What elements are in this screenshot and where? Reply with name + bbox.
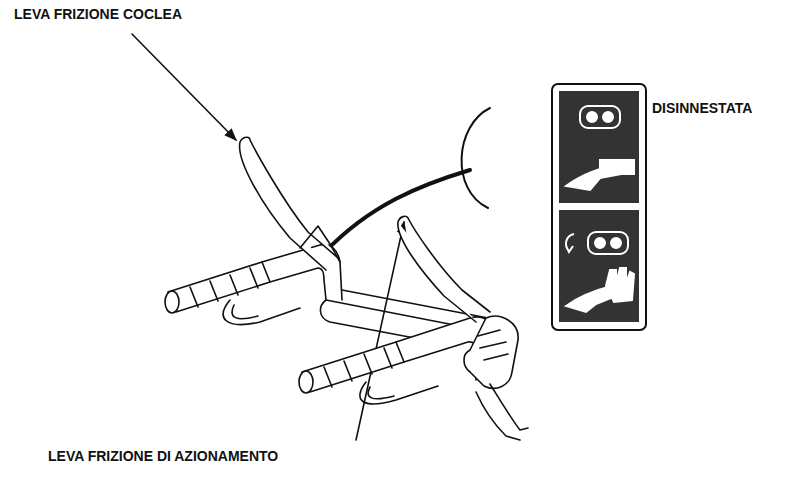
auger-clutch-lever [240, 137, 338, 270]
drive-clutch-lever [398, 216, 490, 322]
decal-bracket [462, 108, 490, 208]
finger-lines [478, 330, 508, 360]
part-label: LEVA FRIZIONE COCLEA [14, 6, 182, 22]
lever-pivot [300, 226, 340, 262]
part-label: LEVA FRIZIONE DI AZIONAMENTO [48, 448, 278, 464]
left-grip [165, 262, 270, 313]
lower-lever [223, 300, 300, 325]
operator-hand [464, 316, 518, 388]
part-label: DISINNESTATA [652, 100, 752, 116]
left-handle [262, 244, 342, 300]
decal-panel [552, 84, 646, 330]
decal-pointer [325, 170, 470, 252]
lower-lever [360, 382, 438, 404]
leader-line [132, 34, 236, 140]
control-rod [476, 384, 528, 440]
right-grip [299, 342, 404, 393]
